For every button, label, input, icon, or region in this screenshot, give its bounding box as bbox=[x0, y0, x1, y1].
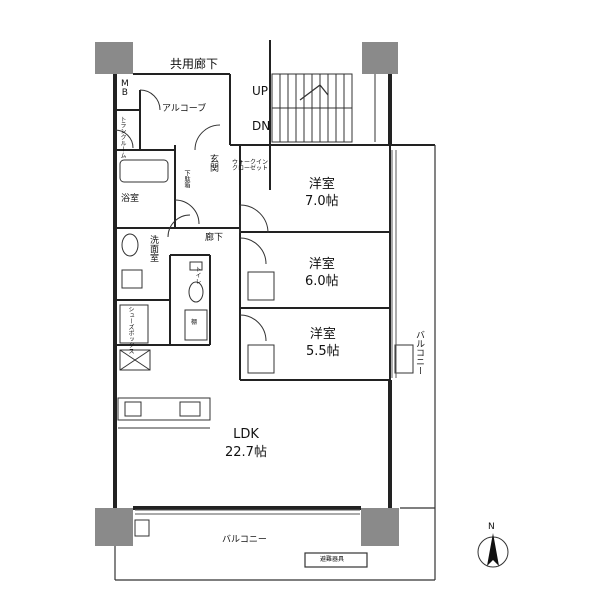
washbasin bbox=[121, 233, 139, 257]
column-bottom-left bbox=[95, 508, 133, 546]
shelving-label: シューズボックス bbox=[127, 306, 134, 354]
room-3-name: 洋室 bbox=[309, 327, 336, 342]
room-1-size: 7.0帖 bbox=[305, 194, 339, 209]
column-top-right bbox=[362, 42, 398, 74]
hallway-label: 廊下 bbox=[205, 233, 224, 243]
entrance-label: 玄関 bbox=[208, 154, 218, 172]
room-3-size: 5.5帖 bbox=[306, 344, 340, 359]
toilet-label: トイレ bbox=[194, 266, 201, 284]
shoe-box-label: 下駄箱 bbox=[183, 170, 190, 188]
stairs-down-label: DN bbox=[252, 119, 271, 133]
ldk-size: 22.7帖 bbox=[225, 445, 267, 460]
trunk-room-label: トランクルーム bbox=[119, 116, 126, 158]
emergency-label: 避難器具 bbox=[320, 556, 345, 563]
column-top-left bbox=[95, 42, 133, 74]
walk-in-closet-label: ウォークインクローゼット bbox=[232, 159, 269, 172]
mb-m: M bbox=[121, 79, 129, 89]
outer-walls bbox=[113, 74, 392, 510]
column-bottom-right bbox=[361, 508, 399, 546]
room-1-label: 洋室 7.0帖 bbox=[305, 178, 339, 208]
stairwell bbox=[271, 73, 376, 143]
kitchen-counter bbox=[117, 397, 211, 429]
shelf-label: 棚 bbox=[191, 319, 198, 326]
north-label: N bbox=[488, 522, 495, 532]
balcony-bottom-label: バルコニー bbox=[222, 535, 267, 545]
toilet-bowl bbox=[188, 281, 204, 303]
north-arrow-icon bbox=[477, 533, 509, 568]
ldk-name: LDK bbox=[233, 427, 259, 442]
mb-b: B bbox=[121, 88, 128, 98]
corridor-label: 共用廊下 bbox=[170, 57, 219, 71]
stairs-up-label: UP bbox=[252, 84, 269, 98]
balcony-side-label: バルコニー bbox=[414, 330, 424, 375]
balcony-outline bbox=[114, 145, 436, 581]
alcove-label: アルコーブ bbox=[162, 104, 207, 114]
room-1-name: 洋室 bbox=[308, 177, 335, 192]
room-2-label: 洋室 6.0帖 bbox=[305, 258, 339, 288]
bath-label: 浴室 bbox=[121, 194, 140, 204]
bathtub bbox=[119, 159, 169, 183]
doors bbox=[114, 89, 269, 342]
room-3-label: 洋室 5.5帖 bbox=[306, 328, 340, 358]
ldk-label: LDK 22.7帖 bbox=[225, 428, 267, 459]
meter-box-label: M B bbox=[121, 80, 129, 98]
washroom-label: 洗面室 bbox=[148, 235, 158, 262]
room-2-name: 洋室 bbox=[308, 257, 335, 272]
room-2-size: 6.0帖 bbox=[305, 274, 339, 289]
